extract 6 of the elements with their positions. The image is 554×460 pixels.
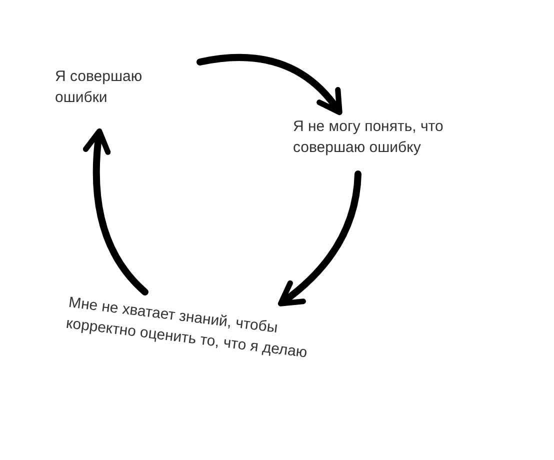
cycle-step-text: Я не могу понять, что совершаю ошибку — [293, 117, 444, 158]
cycle-step-text: Мне не хватает знаний, чтобы корректно оценить то, что я делаю — [64, 292, 310, 364]
cycle-step-text: Я совершаю ошибки — [55, 67, 144, 108]
curved-arrow — [196, 54, 342, 116]
curved-arrow — [83, 128, 148, 296]
curved-arrow — [278, 170, 362, 306]
